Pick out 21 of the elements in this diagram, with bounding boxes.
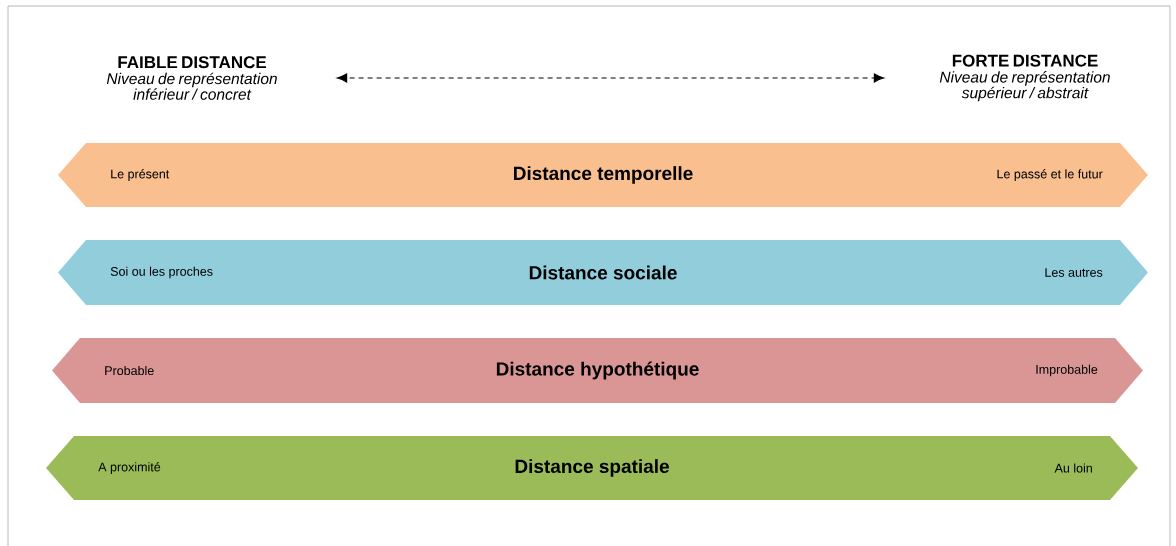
hexagon-band xyxy=(58,240,1148,305)
hexagon-band xyxy=(58,143,1148,207)
heading: FAIBLE DISTANCE xyxy=(118,56,267,69)
subtitle: Niveau de représentation inférieur / concret xyxy=(106,72,277,100)
band-title: Distance hypothétique xyxy=(496,361,699,380)
band-label: Le passé et le futur xyxy=(997,169,1103,181)
band-label: Soi ou les proches xyxy=(110,266,213,279)
hexagon-band xyxy=(46,436,1138,500)
subtitle: Niveau de représentation supérieur / abstrait xyxy=(939,71,1110,102)
band-label: Probable xyxy=(105,365,154,376)
band-label: Au loin xyxy=(1054,463,1092,473)
band-label: Improbable xyxy=(1036,364,1098,377)
double-arrow xyxy=(336,73,885,83)
band-title: Distance sociale xyxy=(529,265,677,280)
band-title: Distance spatiale xyxy=(515,459,669,477)
heading: FORTE DISTANCE xyxy=(952,54,1098,67)
band-label: Les autres xyxy=(1045,268,1103,277)
hexagon-band xyxy=(52,338,1143,403)
band-label: Le présent xyxy=(111,169,170,181)
band-label: A proximité xyxy=(98,462,161,474)
band-title: Distance temporelle xyxy=(514,166,693,184)
